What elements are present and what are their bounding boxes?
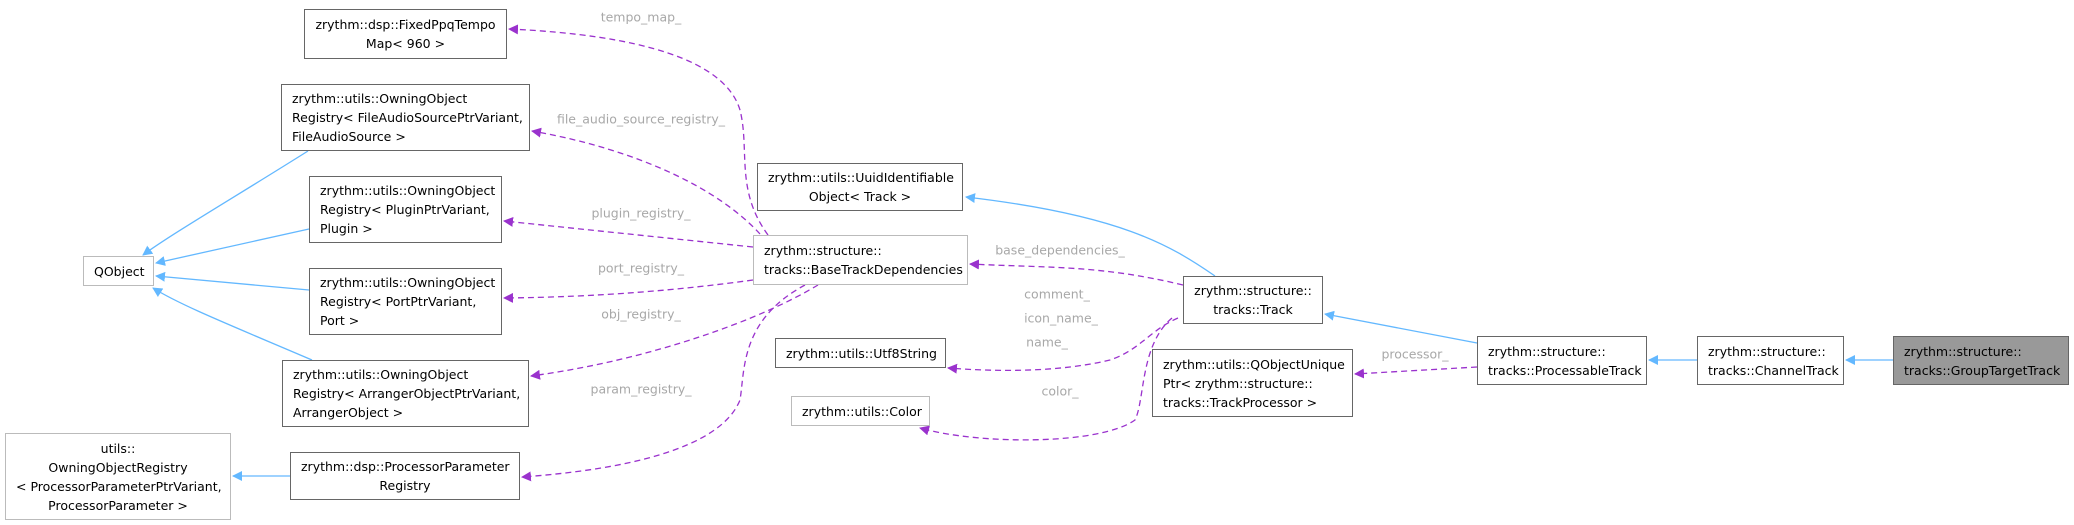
class-node-track[interactable]: zrythm::structure::tracks::Track [1183, 276, 1323, 324]
class-node-label-line: tracks::TrackProcessor > [1163, 394, 1318, 410]
class-node-label-line: zrythm::structure:: [1194, 283, 1312, 298]
edge-label-processor: processor_ [1381, 346, 1449, 362]
class-node-color[interactable]: zrythm::utils::Color [791, 396, 930, 426]
class-node-label-line: tracks::GroupTargetTrack [1904, 362, 2061, 378]
class-node-label-line: Registry< ArrangerObjectPtrVariant, [293, 386, 521, 401]
class-node-label-line: tracks::ChannelTrack [1708, 362, 1839, 378]
class-node-label-line: zrythm::structure:: [764, 243, 882, 258]
edge-label-base-dependencies: base_dependencies_ [995, 242, 1125, 258]
edge-usage-basedeps-fixedppq [508, 24, 769, 236]
edge-label-port-registry: port_registry_ [597, 260, 685, 276]
class-node-processable[interactable]: zrythm::structure::tracks::ProcessableTr… [1477, 336, 1647, 385]
edge-inherit-processable-track [1324, 310, 1478, 344]
class-node-label-line: zrythm::utils::OwningObject [292, 91, 468, 106]
edge-usage-track-basedeps [969, 259, 1184, 286]
edge-inherit-plugin-qobject [155, 228, 310, 266]
edge-label-plugin-registry: plugin_registry_ [591, 205, 691, 221]
edge-inherit-fileaudio-qobject [142, 150, 309, 256]
edge-label-icon-name: icon_name_ [1024, 310, 1098, 326]
class-node-label-line: zrythm::utils::QObjectUnique [1163, 356, 1345, 372]
class-node-label-line: zrythm::utils::UuidIdentifiable [768, 170, 954, 185]
class-node-label-line: tracks::ProcessableTrack [1488, 362, 1642, 378]
edge-inherit-port-qobject [155, 271, 310, 291]
class-node-label-line: Object< Track > [808, 189, 912, 204]
class-node-label-line: OwningObjectRegistry [48, 459, 188, 475]
class-node-label-line: < ProcessorParameterPtrVariant, [16, 478, 222, 494]
edge-usage-track-color [919, 317, 1173, 441]
class-node-label-line: ArrangerObject > [293, 405, 404, 420]
class-node-grouptarget[interactable]: zrythm::structure::tracks::GroupTargetTr… [1893, 336, 2069, 385]
class-node-label-line: utils:: [100, 440, 136, 456]
edge-usage-basedeps-port [503, 279, 754, 303]
class-node-label-line: zrythm::utils::OwningObject [293, 367, 469, 382]
class-node-label-line: zrythm::dsp::FixedPpqTempo [315, 17, 496, 32]
edge-usage-processable-qobjunique [1354, 366, 1478, 379]
class-node-label-line: zrythm::structure:: [1488, 343, 1606, 359]
class-node-label-line: Map< 960 > [365, 36, 446, 51]
class-node-label-line: zrythm::structure:: [1708, 343, 1826, 359]
class-node-label-line: Registry [379, 478, 431, 493]
edge-inherit-track-uuid [965, 193, 1216, 277]
edge-usage-basedeps-plugin [503, 216, 754, 248]
class-node-label-line: Registry< FileAudioSourcePtrVariant, [292, 110, 523, 125]
class-node-utf8[interactable]: zrythm::utils::Utf8String [775, 338, 946, 368]
class-node-channel[interactable]: zrythm::structure::tracks::ChannelTrack [1697, 336, 1844, 385]
edge-usage-basedeps-arranger [530, 284, 819, 380]
edge-usage-basedeps-fileaudio [531, 127, 761, 235]
class-node-label-line: zrythm::utils::Utf8String [786, 345, 937, 361]
class-node-label-line: zrythm::utils::OwningObject [320, 275, 496, 290]
class-node-basedeps[interactable]: zrythm::structure::tracks::BaseTrackDepe… [753, 235, 968, 285]
edge-label-param-registry: param_registry_ [590, 381, 692, 397]
class-node-label-line: Plugin > [320, 221, 373, 236]
edge-label-file-audio-source-registry: file_audio_source_registry_ [556, 111, 726, 127]
edge-label-obj-registry: obj_registry_ [601, 306, 681, 322]
class-node-label-line: QObject [94, 263, 145, 279]
edge-label-tempo-map: tempo_map_ [600, 9, 682, 25]
class-node-label-line: Ptr< zrythm::structure:: [1163, 375, 1313, 391]
class-node-label-line: zrythm::utils::OwningObject [320, 183, 496, 198]
class-node-label-line: ProcessorParameter > [48, 497, 188, 513]
class-node-label-line: zrythm::structure:: [1904, 343, 2022, 359]
class-node-label-line: Registry< PortPtrVariant, [320, 294, 477, 309]
edge-usage-basedeps-procparam [521, 284, 806, 482]
edge-label-name: name_ [1026, 334, 1068, 350]
class-node-label-line: tracks::BaseTrackDependencies [764, 262, 963, 277]
edge-label-comment: comment_ [1024, 286, 1090, 302]
class-node-label-line: Registry< PluginPtrVariant, [320, 202, 490, 217]
class-node-utilsowning[interactable]: utils::OwningObjectRegistry< ProcessorPa… [5, 433, 231, 520]
class-node-label-line: zrythm::utils::Color [802, 403, 922, 419]
class-node-label-line: tracks::Track [1213, 302, 1293, 317]
edge-inherit-arranger-qobject [152, 287, 313, 361]
class-node-label-line: FileAudioSource > [292, 129, 406, 144]
class-node-qobject[interactable]: QObject [83, 256, 154, 286]
class-node-label-line: Port > [320, 313, 360, 328]
class-node-label-line: zrythm::dsp::ProcessorParameter [301, 459, 510, 474]
edge-label-color: color_ [1041, 383, 1079, 399]
